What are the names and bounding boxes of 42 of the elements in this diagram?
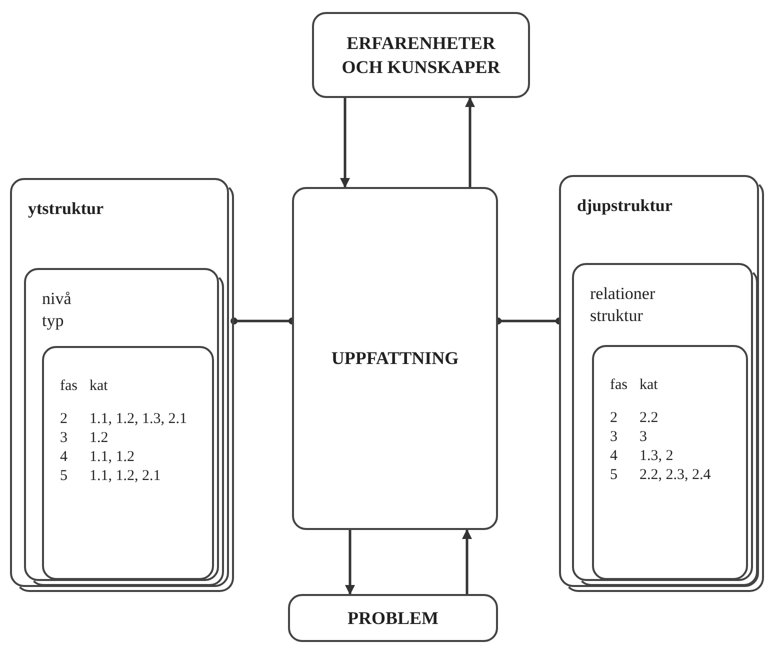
group-box [24, 268, 224, 586]
table-cell-text: 2 [610, 410, 618, 427]
table-cell-text: 1.2 [90, 430, 110, 447]
table-cell-text: 1.3, 2 [640, 448, 674, 465]
heading-text: ytstruktur [28, 198, 104, 220]
table-cell-text: 3 [610, 429, 618, 446]
label-text: struktur [590, 305, 643, 328]
table-cell-text: 4 [610, 448, 618, 465]
table-cell-text: 1.1, 1.2, 2.1 [90, 468, 162, 485]
arrow [462, 529, 472, 594]
table-cell-text: 1.1, 1.2 [90, 449, 136, 466]
heading-text: PROBLEM [347, 606, 438, 630]
label-text: relationer [590, 283, 656, 305]
group-box [559, 175, 764, 592]
table-cell: 2.2, 2.3, 2.4 [640, 467, 711, 484]
heading-text: djupstruktur [577, 195, 672, 217]
table-cell-text: 2 [60, 411, 68, 428]
table-cell-text: 3 [640, 429, 648, 446]
heading-text: ERFARENHETER OCH KUNSKAPER [340, 32, 502, 79]
label-text: nivå [42, 288, 72, 310]
arrow [465, 97, 475, 187]
table-cell: 1.1, 1.2, 1.3, 2.1 [90, 411, 187, 428]
process-box [288, 594, 498, 642]
arrow [340, 98, 350, 188]
column-header: kat [640, 377, 659, 394]
column-header: fas [60, 378, 78, 395]
heading-text: UPPFATTNING [331, 347, 459, 370]
table-cell-text: 3 [60, 430, 68, 447]
label-text: typ [42, 310, 64, 332]
table-cell-text: 5 [60, 468, 68, 485]
table-cell-text: 2.2 [640, 410, 660, 427]
group-box [572, 263, 758, 586]
column-header: fas [610, 377, 628, 394]
process-box [592, 345, 748, 580]
process-box [312, 12, 530, 98]
column-header: kat [90, 378, 109, 395]
table-cell-text: 4 [60, 449, 68, 466]
arrow [345, 530, 355, 595]
table-cell-text: 5 [610, 467, 618, 484]
process-box [42, 346, 214, 580]
group-box [10, 178, 234, 592]
process-box [292, 187, 498, 530]
